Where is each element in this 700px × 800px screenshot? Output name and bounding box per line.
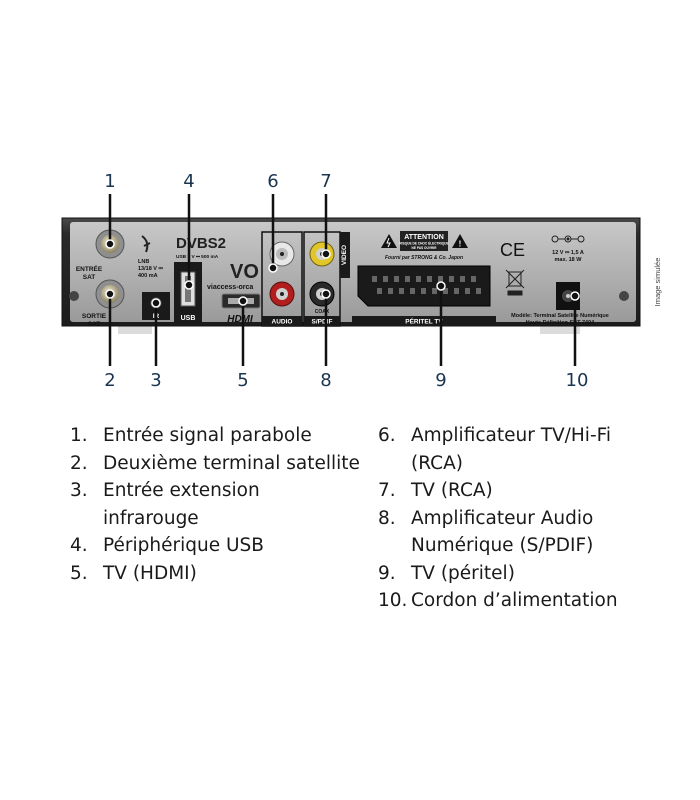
label-lnb-3: 400 mA	[138, 273, 158, 279]
screw-left	[69, 291, 79, 301]
label-fourni: Fourni par STRONG & Co. Japon	[385, 255, 463, 261]
ce-mark: CE	[500, 240, 525, 260]
label-model-1: Modèle: Terminal Satellite Numérique	[511, 313, 609, 319]
scart-pin	[394, 276, 399, 282]
legend-item: 9.TV (péritel)	[378, 562, 515, 584]
callout-5: 5	[237, 370, 248, 391]
warning-triangle-right-icon	[452, 234, 468, 248]
dvb-s2-logo: DVBS2	[176, 235, 226, 252]
legend-item: 7.TV (RCA)	[378, 480, 493, 501]
label-usb: USB	[181, 315, 196, 322]
label-entree-sat-1: ENTRÉE	[76, 264, 103, 273]
scart-pin	[399, 288, 404, 294]
scart-pins	[372, 276, 481, 294]
label-sortie-sat-2: SAT	[88, 321, 101, 328]
weee-bin-icon	[505, 269, 525, 296]
label-sortie-sat-1: SORTIE	[82, 313, 107, 320]
callout-lines	[108, 194, 577, 366]
label-lnb-1: LNB	[138, 259, 149, 265]
legend-item: 10.Cordon d’alimentation	[378, 590, 618, 611]
callout-2: 2	[104, 370, 115, 391]
callout-dots	[105, 239, 580, 308]
scart-pin	[427, 276, 432, 282]
lnb-dish-icon	[141, 235, 151, 253]
callout-1: 1	[104, 171, 115, 192]
label-attention-line1: RISQUE DE CHOC ÉLECTRIQUE	[399, 241, 448, 246]
side-note-image-simulee: Image simulée	[653, 258, 662, 307]
callout-10: 10	[566, 370, 589, 391]
scart-pin	[410, 288, 415, 294]
callout-9: 9	[435, 370, 446, 391]
scart-pin	[465, 288, 470, 294]
scart-pin	[476, 288, 481, 294]
scart-pin	[460, 276, 465, 282]
label-hdmi: HDMI	[227, 314, 253, 325]
polarity-symbol-icon	[551, 235, 585, 243]
label-audio: AUDIO	[272, 319, 293, 326]
callout-6: 6	[267, 171, 278, 192]
label-attention-line2: NE PAS OUVRIR	[412, 246, 438, 250]
vo-logo: VO	[230, 261, 259, 283]
legend-item: 8.Amplificateur Audio Numérique (S/PDIF)	[378, 507, 594, 557]
legend-right: 6.Amplificateur TV/Hi-Fi (RCA) 7.TV (RCA…	[378, 422, 668, 615]
callout-3: 3	[150, 370, 161, 391]
attention-box	[400, 231, 448, 251]
legend-item: 1.Entrée signal parabole	[70, 425, 312, 446]
legend-item: 2.Deuxième terminal satellite	[70, 452, 360, 474]
scart-pin	[432, 288, 437, 294]
legend-left: 1.Entrée signal parabole 2.Deuxième term…	[70, 422, 360, 587]
scart-pin	[377, 288, 382, 294]
rca-audio-red	[269, 281, 295, 307]
scart-pin	[471, 276, 476, 282]
video-label-bar	[340, 232, 350, 278]
label-power-spec-2: max. 18 W	[555, 257, 583, 263]
label-coax: COAX	[315, 309, 330, 315]
scart-pin	[438, 276, 443, 282]
label-lnb-2: 13/18 V ⎓	[138, 266, 163, 272]
scart-port	[357, 265, 491, 307]
scart-pin	[421, 288, 426, 294]
scart-pin	[454, 288, 459, 294]
label-power-spec-1: 12 V ⎓ 1,5 A	[552, 250, 584, 256]
metal-plate	[70, 222, 636, 322]
callout-7: 7	[320, 171, 331, 192]
label-entree-sat-2: SAT	[83, 274, 96, 281]
label-model-2: Haute Définition SRT 7404	[526, 320, 595, 326]
legend-item: 6.Amplificateur TV/Hi-Fi (RCA)	[378, 425, 612, 474]
scart-pin	[443, 288, 448, 294]
callout-8: 8	[320, 370, 331, 391]
legend-item: 3.Entrée extension infrarouge	[70, 480, 260, 529]
scart-pin	[372, 276, 377, 282]
scart-pin	[383, 276, 388, 282]
scart-pin	[388, 288, 393, 294]
svg-text:!: !	[459, 240, 462, 249]
scart-pin	[449, 276, 454, 282]
label-spdif: S/PDIF	[312, 319, 333, 326]
label-video: VIDEO	[341, 245, 348, 265]
legend-item: 5.TV (HDMI)	[70, 562, 197, 584]
legend-item: 4.Périphérique USB	[70, 535, 264, 556]
label-usb-spec: USB 5 V ⎓ 500 mA	[176, 254, 219, 260]
callout-4: 4	[183, 171, 194, 192]
scart-pin	[405, 276, 410, 282]
scart-pin	[416, 276, 421, 282]
label-viaccess: viaccess-orca	[207, 284, 253, 291]
rca-audio-white	[269, 241, 295, 267]
warning-triangle-left-icon	[381, 234, 397, 248]
label-attention: ATTENTION	[404, 234, 444, 241]
screw-right	[619, 291, 629, 301]
label-peritel: PÉRITEL TV	[405, 317, 443, 326]
